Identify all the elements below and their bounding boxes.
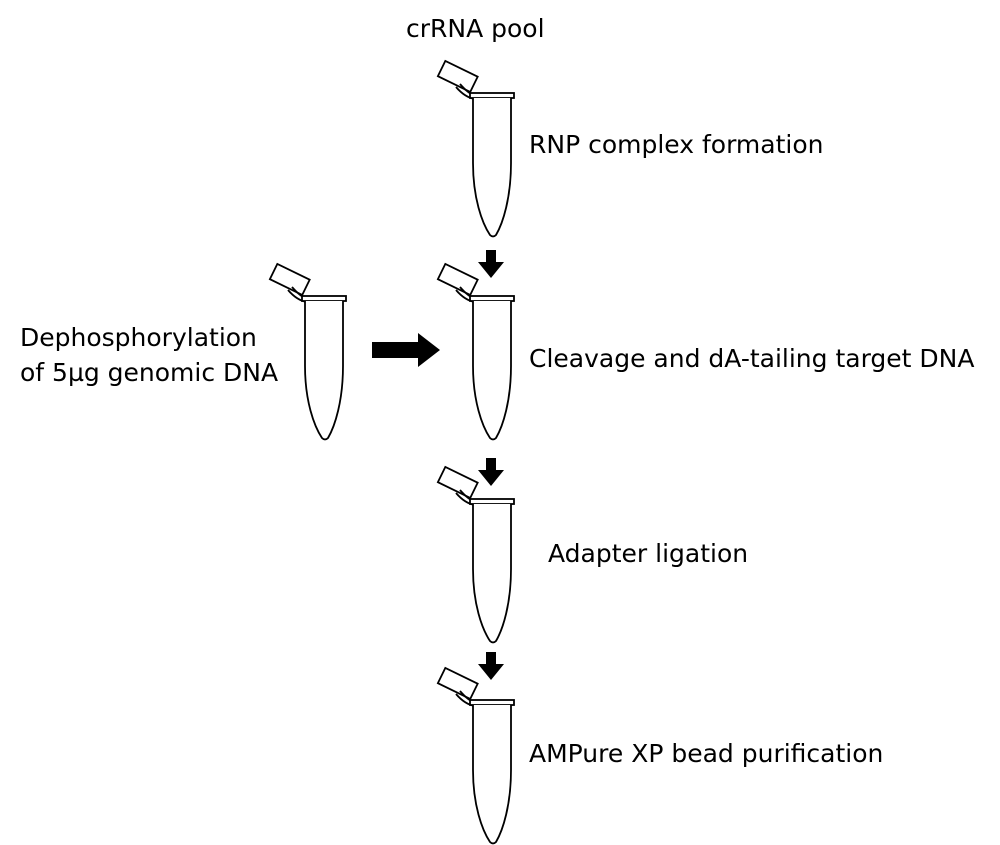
right-arrow — [372, 333, 440, 367]
tube-4 — [436, 667, 515, 845]
step-rnp-complex-label: RNP complex formation — [529, 130, 824, 159]
dephosphorylation-label: Dephosphorylation of 5µg genomic DNA — [20, 320, 278, 390]
down-arrow-1 — [478, 250, 504, 278]
dephosphorylation-line-2: of 5µg genomic DNA — [20, 358, 279, 387]
dephosphorylation-line-1: Dephosphorylation — [20, 323, 257, 352]
crrna-pool-label: crRNA pool — [406, 14, 545, 43]
tube-side — [268, 263, 347, 441]
step-adapter-ligation-label: Adapter ligation — [548, 539, 749, 568]
down-arrow-2 — [478, 458, 504, 486]
down-arrow-3 — [478, 652, 504, 680]
tube-1 — [436, 60, 515, 238]
step-cleavage-label: Cleavage and dA-tailing target DNA — [529, 344, 975, 373]
step-ampure-label: AMPure XP bead purification — [529, 739, 884, 768]
tube-2 — [436, 263, 515, 441]
tube-3 — [436, 466, 515, 644]
